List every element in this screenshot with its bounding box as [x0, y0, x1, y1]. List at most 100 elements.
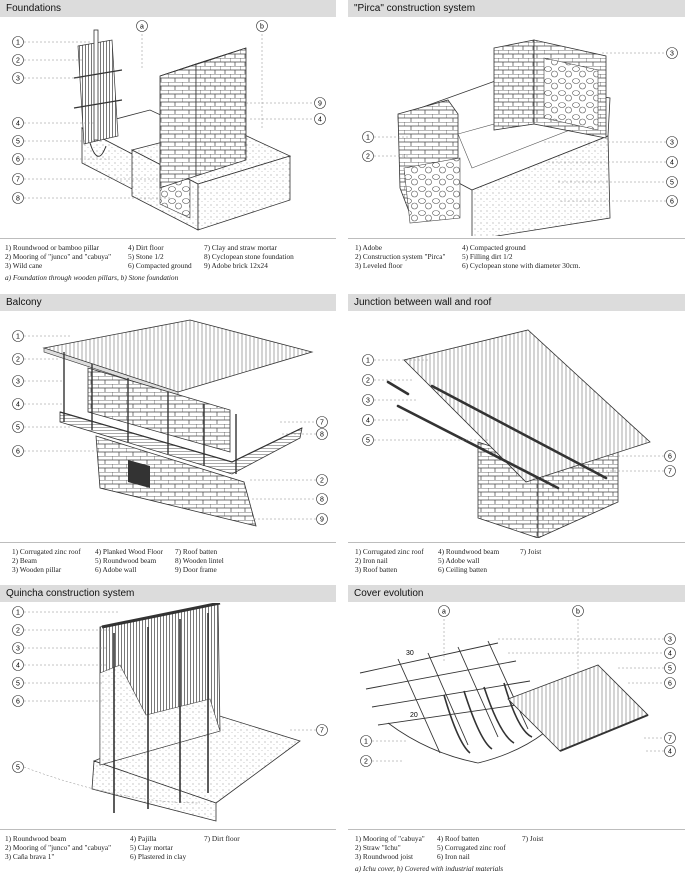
callout-markers: 1 2 3 4 5 6 7 5 [12, 606, 328, 804]
marker: 5 [366, 438, 370, 445]
legend-item: 4) Roof batten [437, 834, 480, 843]
legend-item: 9) Adobe brick 12x24 [204, 261, 268, 271]
legend-pirca: 1) Adobe 2) Construction system "Pirca" … [348, 238, 685, 271]
marker: 6 [16, 449, 20, 456]
legend-cover: 1) Mooring of "cabuya" 2) Straw "Ichu" 3… [348, 829, 685, 873]
marker: 1 [16, 40, 20, 47]
legend-item: 7) Roof batten [175, 547, 218, 556]
legend-foundations: 1) Roundwood or bamboo pillar 2) Mooring… [0, 238, 336, 282]
marker: 2 [16, 58, 20, 65]
adobe-brick-wall [159, 47, 247, 189]
legend-item: 7) Joist [520, 547, 542, 556]
marker: 5 [670, 180, 674, 187]
marker: 5 [16, 765, 20, 772]
legend-item: 2) Iron nail [355, 556, 388, 566]
legend-item: 2) Mooring of "junco" and "cabuya" [5, 252, 112, 262]
marker: 1 [364, 739, 368, 746]
legend-item: 1) Corrugated zinc roof [355, 547, 424, 556]
panel-balcony: Balcony [0, 294, 336, 584]
legend-item: 1) Mooring of "cabuya" [355, 834, 425, 843]
marker: 1 [16, 334, 20, 341]
marker: 4 [668, 651, 672, 658]
junction-illustration: 1 2 3 4 5 6 7 [362, 329, 676, 538]
legend-item: 7) Clay and straw mortar [204, 243, 277, 252]
quincha-posts [113, 613, 209, 813]
dimension-label: 30 [406, 650, 414, 657]
panel-junction: Junction between wall and roof [348, 294, 685, 584]
callout-markers: 3 1 2 3 4 5 6 [362, 47, 678, 207]
marker: 2 [366, 154, 370, 161]
legend-junction: 1) Corrugated zinc roof 2) Iron nail 3) … [348, 542, 685, 575]
balcony-roof [42, 319, 314, 397]
panel-title: Junction between wall and roof [348, 294, 685, 311]
marker: 5 [16, 139, 20, 146]
legend-item: 1) Corrugated zinc roof [12, 547, 81, 556]
legend-note: a) Foundation through wooden pillars, b)… [5, 272, 179, 282]
legend-item: 6) Adobe wall [95, 565, 137, 575]
marker: 9 [320, 517, 324, 524]
marker: 4 [16, 121, 20, 128]
legend-item: 6) Ceiling batten [438, 565, 488, 575]
junction-beams [386, 380, 608, 490]
legend-note: a) Ichu cover, b) Covered with industria… [355, 863, 504, 873]
legend-item: 2) Straw "Ichu" [355, 843, 401, 853]
marker: 3 [670, 140, 674, 147]
legend-item: 2) Beam [12, 556, 37, 566]
marker: 2 [16, 357, 20, 364]
legend-item: 4) Planked Wood Floor [95, 547, 163, 556]
legend-item: 2) Mooring of "junco" and "cabuya" [5, 843, 112, 853]
quincha-wall [99, 603, 221, 766]
marker: 3 [366, 398, 370, 405]
legend-item: 8) Wooden lintel [175, 556, 224, 566]
callout-markers: 1 2 3 4 5 6 7 8 2 8 9 [12, 330, 328, 525]
marker: 8 [320, 497, 324, 504]
marker: 1 [366, 135, 370, 142]
panel-quincha: Quincha construction system [0, 585, 336, 876]
legend-item: 5) Clay mortar [130, 843, 173, 853]
cane-wall [73, 29, 123, 157]
quincha-illustration: 1 2 3 4 5 6 7 5 [12, 603, 328, 822]
legend-item: 6) Cyclopean stone with diameter 30cm. [462, 261, 581, 271]
pirca-left-wall [397, 99, 461, 224]
marker: 3 [16, 76, 20, 83]
marker: 4 [16, 663, 20, 670]
legend-item: 5) Stone 1/2 [128, 252, 164, 262]
legend-item: 1) Roundwood or bamboo pillar [5, 243, 100, 252]
callout-markers: 3 4 5 6 1 7 2 4 [360, 633, 676, 767]
legend-item: 3) Roof batten [355, 565, 398, 575]
dimension-label: 20 [410, 712, 418, 719]
legend-item: 7) Dirt floor [204, 834, 240, 843]
balcony-floor [59, 411, 303, 475]
marker: 7 [320, 420, 324, 427]
pirca-back-wall [493, 39, 607, 139]
marker: 3 [670, 51, 674, 58]
marker: 6 [668, 454, 672, 461]
legend-item: 6) Iron nail [437, 852, 470, 862]
legend-item: 3) Wooden pillar [12, 565, 62, 575]
legend-item: 5) Adobe wall [438, 556, 480, 566]
marker: 5 [16, 425, 20, 432]
panel-cover: Cover evolution 30 20 a b [348, 585, 685, 876]
legend-item: 6) Compacted ground [128, 261, 192, 271]
panel-title: Foundations [0, 0, 336, 17]
marker: 2 [320, 478, 324, 485]
legend-item: 4) Roundwood beam [438, 547, 500, 556]
legend-item: 4) Compacted ground [462, 243, 526, 252]
legend-item: 9) Door frame [175, 565, 217, 575]
marker: 2 [364, 759, 368, 766]
panel-title: "Pirca" construction system [348, 0, 685, 17]
panel-foundations: Foundations [0, 0, 336, 290]
tag-a: a [442, 609, 446, 616]
callout-markers: 1 2 3 4 5 6 7 8 9 4 [12, 36, 326, 204]
marker: 5 [668, 666, 672, 673]
tag-a: a [140, 24, 144, 31]
legend-item: 7) Joist [522, 834, 544, 843]
marker: 4 [668, 749, 672, 756]
marker: 3 [16, 379, 20, 386]
legend-item: 4) Dirt floor [128, 243, 164, 252]
balcony-pillars [63, 352, 237, 474]
legend-item: 1) Adobe [355, 243, 382, 252]
balcony-wall [87, 367, 257, 527]
marker: 7 [668, 736, 672, 743]
marker: 9 [318, 101, 322, 108]
